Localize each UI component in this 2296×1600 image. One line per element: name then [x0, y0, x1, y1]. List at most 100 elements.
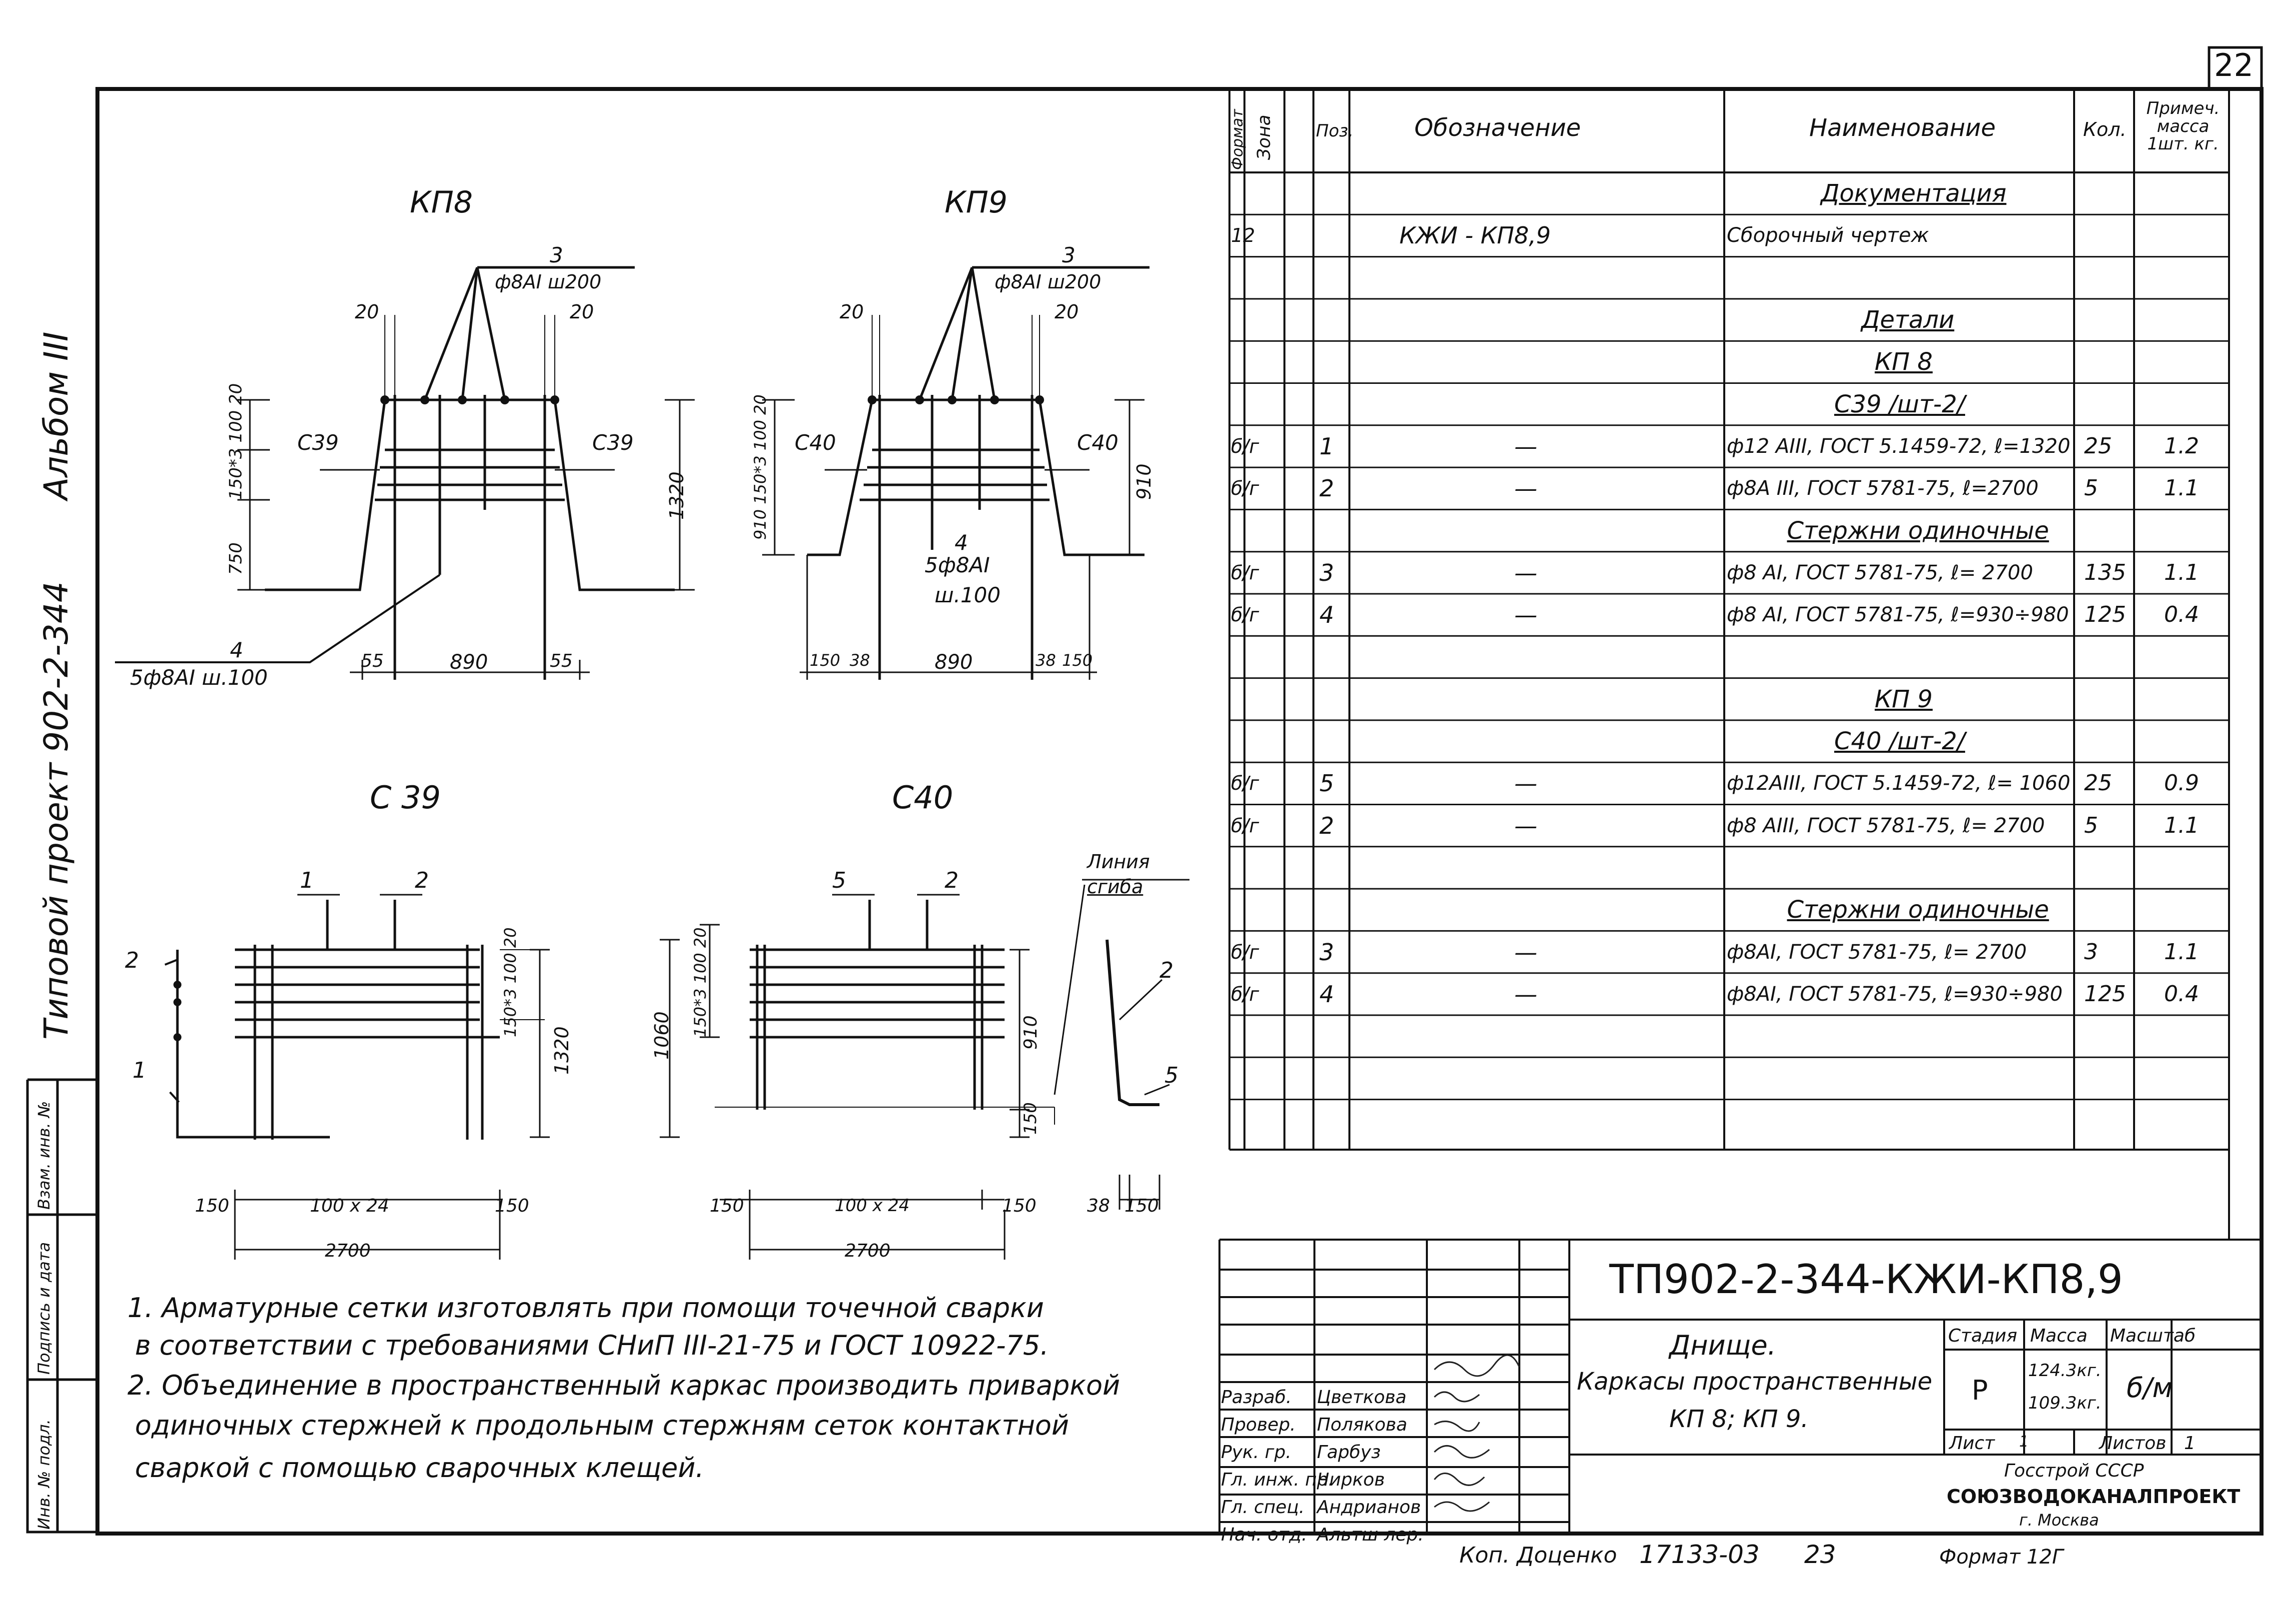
spec-table-grid	[1228, 89, 2230, 1240]
spec-cell-name: ф8 АI, ГОСТ 5781-75, ℓ= 2700	[1727, 561, 2033, 584]
note-line-4: одиночных стержней к продольным стержням…	[135, 1410, 1070, 1441]
role-name: Гарбуз	[1317, 1442, 1381, 1463]
c39-dim-150-left: 150	[195, 1196, 229, 1216]
role-label: Нач. отд.	[1221, 1525, 1307, 1545]
c40-drawing	[660, 879, 1189, 1260]
spec-cell-mass: 1.1	[2164, 812, 2199, 838]
note-line-1: 1. Арматурные сетки изготовлять при помо…	[127, 1292, 1044, 1324]
kp9-title: КП9	[945, 185, 1008, 220]
kp9-dim-20-left: 20	[840, 301, 864, 323]
kp9-pos4-step: ш.100	[935, 583, 1001, 607]
c40-bend-line-1: Линия	[1087, 851, 1150, 873]
kp9-vdim-910: 910	[1133, 463, 1155, 500]
spec-cell-name: ф12 АIII, ГОСТ 5.1459-72, ℓ=1320	[1727, 434, 2071, 458]
spec-cell-name: ф12АIII, ГОСТ 5.1459-72, ℓ= 1060	[1727, 772, 2071, 795]
kp8-vdim-top: 150*3 100 20	[226, 383, 246, 500]
c39-vdim-right: 150*3 100 20	[501, 927, 520, 1037]
spec-cell-designation: —	[1514, 432, 1537, 460]
spec-cell-mass: 1.1	[2164, 475, 2199, 501]
stage-label: Стадия	[1948, 1326, 2018, 1346]
note-line-2: в соответствии с требованиями СНиП III-2…	[135, 1330, 1049, 1361]
spec-header-pos: Поз.	[1316, 121, 1354, 141]
role-label: Гл. спец.	[1221, 1497, 1305, 1518]
spec-cell-designation: —	[1514, 475, 1537, 502]
spec-cell-mass: 1.1	[2164, 939, 2199, 965]
spec-cell-pos: 4	[1319, 601, 1334, 629]
c39-dim-150-right: 150	[495, 1196, 529, 1216]
role-name: Альтш лер.	[1317, 1525, 1424, 1545]
spec-cell-name: Стержни одиночные	[1787, 516, 2049, 545]
spec-cell-name: С39 /шт-2/	[1834, 390, 1965, 418]
spec-cell-name: С40 /шт-2/	[1834, 727, 1965, 756]
kp9-dim-20-right: 20	[1055, 301, 1079, 323]
spec-cell-name: Стержни одиночные	[1787, 896, 2049, 924]
c40-pos-2-side: 2	[1159, 958, 1173, 983]
sheet-frame	[95, 87, 2264, 1536]
spec-cell-name: ф8А III, ГОСТ 5781-75, ℓ=2700	[1727, 477, 2039, 500]
spec-cell-designation: —	[1514, 980, 1537, 1008]
kp9-dim-150-right: 150	[1062, 651, 1093, 670]
signatures	[1433, 1354, 1520, 1512]
kp8-right-mesh: С39	[592, 430, 634, 455]
footer-copied: Коп. Доценко	[1459, 1543, 1617, 1568]
kp8-dim-20-right: 20	[570, 301, 594, 323]
org-line-3: г. Москва	[2019, 1511, 2099, 1530]
c40-dim-100x24: 100 x 24	[835, 1196, 910, 1216]
title-block-grid	[1218, 1239, 2262, 1534]
spec-cell-qty: 5	[2084, 812, 2098, 838]
c40-vdim-left: 150*3 100 20	[691, 927, 710, 1037]
stamp-inv-label: Инв. № подл.	[34, 1419, 53, 1530]
role-name: Цветкова	[1317, 1387, 1407, 1408]
spec-cell-mass: 1.2	[2164, 433, 2199, 459]
sheet-value: 1	[2019, 1433, 2029, 1451]
title-line-3: КП 8; КП 9.	[1669, 1405, 1809, 1433]
spec-cell-mass: 0.4	[2164, 981, 2199, 1007]
spec-cell-format: б/г	[1231, 435, 1259, 457]
c39-total: 2700	[325, 1241, 371, 1261]
spec-cell-designation: КЖИ - КП8,9	[1399, 222, 1551, 249]
c40-vdim-1060: 1060	[651, 1011, 673, 1060]
kp8-vdim-750: 750	[226, 542, 246, 575]
spec-cell-format: 12	[1231, 224, 1255, 247]
c39-pos-1-top: 1	[300, 868, 314, 893]
spec-cell-name: ф8 АIII, ГОСТ 5781-75, ℓ= 2700	[1727, 814, 2045, 837]
role-name: Чирков	[1317, 1470, 1385, 1490]
kp9-dim-38-left: 38	[850, 651, 870, 670]
c40-dim-150-right: 150	[1002, 1196, 1037, 1216]
kp9-left-mesh: С40	[795, 430, 836, 455]
spec-cell-qty: 125	[2084, 602, 2126, 628]
stage-value: Р	[1972, 1375, 1988, 1406]
kp9-pos3-spec: ф8АI ш200	[995, 271, 1102, 293]
note-line-3: 2. Объединение в пространственный каркас…	[127, 1370, 1121, 1401]
kp8-dim-55-left: 55	[361, 651, 384, 671]
footer-page: 23	[1804, 1540, 1836, 1569]
title-line-1: Днище.	[1669, 1330, 1776, 1361]
spec-cell-pos: 2	[1319, 475, 1334, 502]
c40-side-dim-150: 150	[1125, 1196, 1159, 1216]
kp8-pos4-label: 4	[230, 638, 243, 662]
album-label: Альбом III	[37, 331, 75, 500]
kp9-dim-890: 890	[935, 651, 973, 674]
stamp-replace-label: Взам. инв. №	[34, 1101, 53, 1210]
spec-cell-designation: —	[1514, 770, 1537, 797]
c39-dim-100x24: 100 x 24	[310, 1196, 389, 1216]
spec-cell-pos: 1	[1319, 432, 1334, 460]
spec-cell-qty: 135	[2084, 559, 2126, 585]
spec-cell-format: б/г	[1231, 983, 1259, 1005]
spec-cell-qty: 25	[2084, 770, 2112, 796]
c40-title: С40	[892, 779, 954, 816]
spec-cell-pos: 4	[1319, 980, 1334, 1008]
sheet-number-box	[2208, 46, 2263, 89]
spec-header-name: Наименование	[1809, 114, 1996, 142]
spec-cell-format: б/г	[1231, 561, 1259, 584]
spec-cell-name: ф8 АI, ГОСТ 5781-75, ℓ=930÷980	[1727, 603, 2069, 627]
spec-header-zone: Зона	[1254, 114, 1274, 160]
weld-dots	[173, 395, 1044, 1041]
kp8-dim-890: 890	[450, 651, 488, 674]
c40-dim-150-left: 150	[710, 1196, 744, 1216]
kp8-pos4-spec: 5ф8АI ш.100	[130, 665, 268, 690]
kp9-pos4-spec: 5ф8АI	[925, 553, 990, 577]
spec-cell-format: б/г	[1231, 814, 1259, 837]
kp8-left-mesh: С39	[297, 430, 339, 455]
